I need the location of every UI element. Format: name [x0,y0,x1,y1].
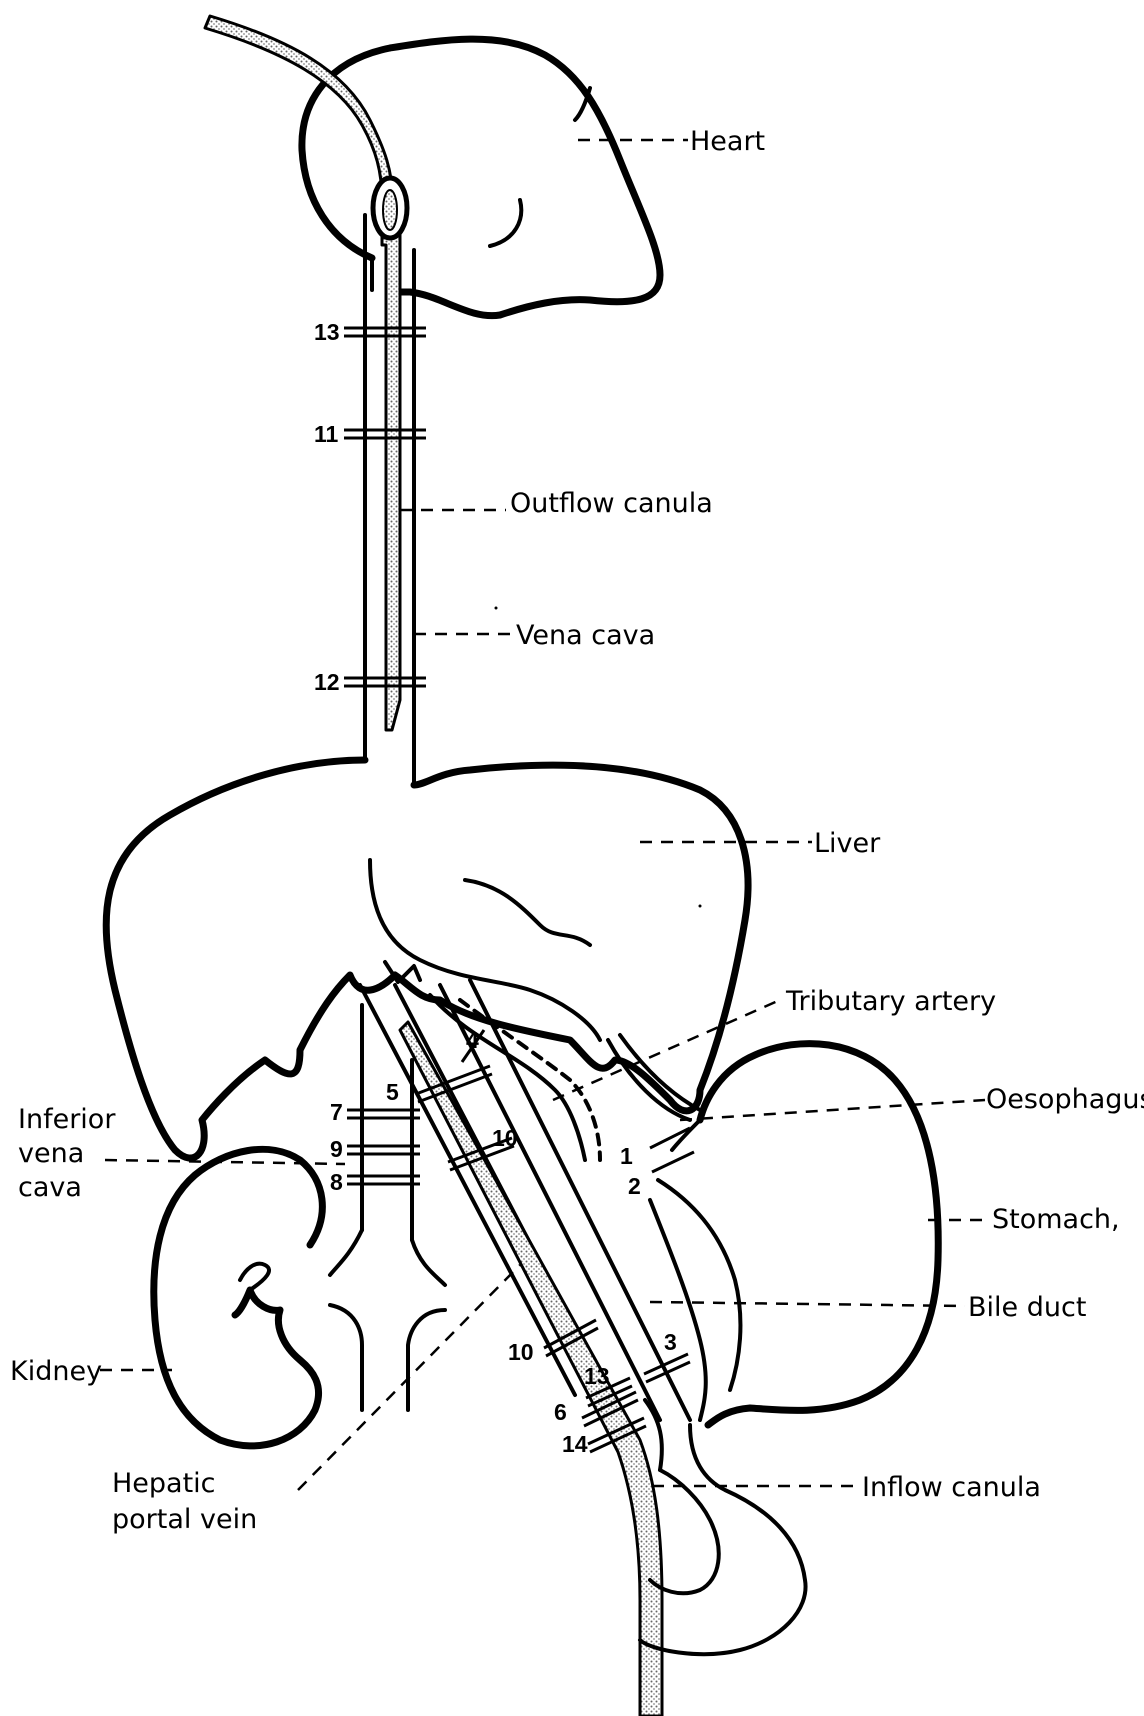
ligature-number-1: 1 [620,1143,633,1169]
label-oesophagus: Oesophagus [986,1084,1144,1115]
ligature-2 [652,1152,694,1172]
ligature-number-13: 13 [584,1363,610,1389]
label-portal-vein: portal vein [112,1504,257,1535]
ligature-number-13: 13 [314,319,340,345]
label-cava: cava [18,1172,82,1203]
ligature-number-3: 3 [664,1329,677,1355]
ligature-number-2: 2 [628,1173,641,1199]
kidney [154,1149,323,1446]
label-heart: Heart [690,126,765,157]
label-inflow-canula: Inflow canula [862,1472,1041,1503]
oesophagus [608,1035,740,1420]
ligature-number-14: 14 [562,1431,588,1457]
label-inferior: Inferior [18,1104,116,1135]
label-vena: vena [18,1138,84,1169]
ligature-number-10: 10 [508,1339,534,1365]
leader-oesophagus [680,1100,985,1120]
leader-hepatic-portal-vein [298,1265,520,1490]
ligature-number-4: 4 [466,1027,479,1053]
label-outflow-canula: Outflow canula [510,488,713,519]
stray-dot [495,607,498,610]
stomach [640,1044,938,1655]
label-tributary-artery: Tributary artery [785,986,996,1017]
ligature-number-10: 10 [492,1125,518,1151]
ligature-number-5: 5 [386,1079,399,1105]
label-liver: Liver [814,828,881,859]
ligature-number-9: 9 [330,1136,343,1162]
label-vena-cava: Vena cava [516,620,655,651]
ligature-number-6: 6 [554,1399,567,1425]
ligature-number-7: 7 [330,1099,343,1125]
label-kidney: Kidney [10,1356,102,1387]
leader-bile-duct [650,1302,965,1306]
ligature-number-12: 12 [314,669,340,695]
stray-dot [699,905,702,908]
inflow-canula [400,1022,662,1716]
label-stomach: Stomach, [992,1204,1120,1235]
label-hepatic: Hepatic [112,1468,216,1499]
heart [302,39,660,316]
ligature-number-11: 11 [314,421,339,447]
label-bile-duct: Bile duct [968,1292,1086,1323]
ligature-number-8: 8 [330,1169,343,1195]
